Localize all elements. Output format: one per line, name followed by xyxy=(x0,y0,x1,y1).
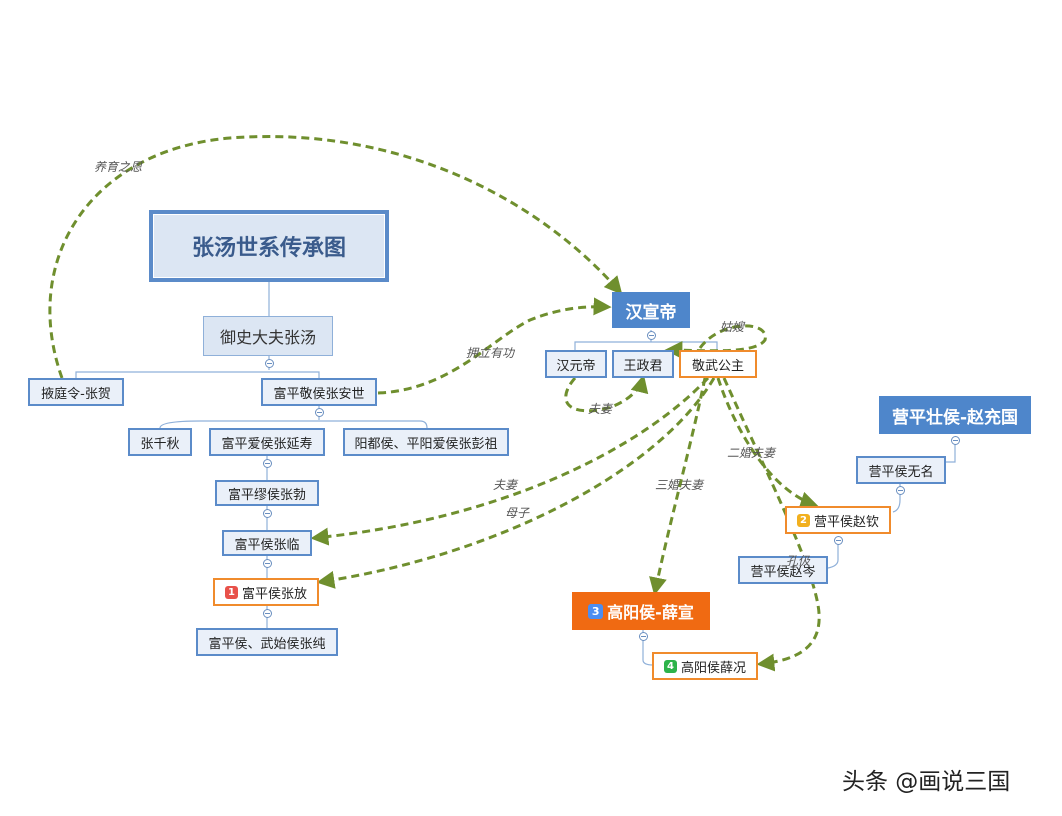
label-kongju: 孔伋 xyxy=(786,554,811,568)
arc-erhun xyxy=(716,377,819,509)
node-zhao-qin[interactable]: 2 营平侯赵钦 xyxy=(785,506,891,534)
node-zhang-chun[interactable]: 富平侯、武始侯张纯 xyxy=(196,628,338,656)
node-zhao-cen[interactable]: 营平侯赵岑 xyxy=(738,556,828,584)
label-muzi: 母子 xyxy=(505,506,530,520)
watermark: 头条 @画说三国 xyxy=(842,769,1011,795)
node-han-yuandi[interactable]: 汉元帝 xyxy=(545,350,607,378)
collapse-toggle[interactable] xyxy=(315,408,324,417)
label-gusao: 姑嫂 xyxy=(720,320,745,334)
label-erhun: 二婚夫妻 xyxy=(727,446,776,460)
arc-sanhun xyxy=(649,377,707,596)
relation-arcs xyxy=(48,135,821,672)
node-zhang-anshi[interactable]: 富平敬侯张安世 xyxy=(261,378,377,406)
arc-yangyu xyxy=(48,135,623,379)
label-fuqi-yuandi: 夫妻 xyxy=(588,402,613,416)
node-label: 高阳侯-薛宣 xyxy=(607,603,694,622)
node-han-xuandi[interactable]: 汉宣帝 xyxy=(612,292,690,328)
node-label: 营平侯赵钦 xyxy=(813,514,879,530)
collapse-toggle[interactable] xyxy=(951,436,960,445)
node-zhang-pengzu[interactable]: 阳都侯、平阳爱侯张彭祖 xyxy=(343,428,509,456)
label-fuqi-zhanglin: 夫妻 xyxy=(493,478,518,492)
node-zhang-qianqiu[interactable]: 张千秋 xyxy=(128,428,192,456)
collapse-toggle[interactable] xyxy=(896,486,905,495)
arc-yongli xyxy=(377,297,612,395)
node-wang-zhengjun[interactable]: 王政君 xyxy=(612,350,674,378)
badge-3: 3 xyxy=(588,603,604,619)
arc-fuqi-yuandi xyxy=(564,374,649,413)
collapse-toggle[interactable] xyxy=(263,459,272,468)
label-yangyu: 养育之恩 xyxy=(94,160,143,174)
node-xue-kuang[interactable]: 4 高阳侯薛况 xyxy=(652,652,758,680)
collapse-toggle[interactable] xyxy=(834,536,843,545)
node-zhang-lin[interactable]: 富平侯张临 xyxy=(222,530,312,556)
node-zhang-yanshou[interactable]: 富平爱侯张延寿 xyxy=(209,428,325,456)
node-zhao-chongguo[interactable]: 营平壮侯-赵充国 xyxy=(879,396,1031,434)
node-xue-xuan[interactable]: 3 高阳侯-薛宣 xyxy=(572,592,710,630)
label-yongli: 拥立有功 xyxy=(466,346,515,360)
node-label: 富平侯张放 xyxy=(241,586,307,602)
collapse-toggle[interactable] xyxy=(265,359,274,368)
arc-fuqi-zhanglin xyxy=(310,376,710,546)
badge-2: 2 xyxy=(796,513,810,527)
collapse-toggle[interactable] xyxy=(639,632,648,641)
collapse-toggle[interactable] xyxy=(263,559,272,568)
badge-1: 1 xyxy=(224,585,238,599)
arc-xuekuang xyxy=(722,377,821,672)
node-yingping-wuming[interactable]: 营平侯无名 xyxy=(856,456,946,484)
diagram-title[interactable]: 张汤世系传承图 xyxy=(149,210,389,282)
badge-4: 4 xyxy=(663,659,677,673)
node-zhang-bo[interactable]: 富平缪侯张勃 xyxy=(215,480,319,506)
collapse-toggle[interactable] xyxy=(263,509,272,518)
node-jingwu-princess[interactable]: 敬武公主 xyxy=(679,350,757,378)
node-zhang-he[interactable]: 掖庭令-张贺 xyxy=(28,378,124,406)
arc-muzi xyxy=(316,377,716,589)
node-zhang-fang[interactable]: 1 富平侯张放 xyxy=(213,578,319,606)
collapse-toggle[interactable] xyxy=(647,331,656,340)
node-label: 高阳侯薛况 xyxy=(680,660,746,676)
collapse-toggle[interactable] xyxy=(263,609,272,618)
node-zhang-tang[interactable]: 御史大夫张汤 xyxy=(203,316,333,356)
label-sanhun: 三婚夫妻 xyxy=(655,478,704,492)
